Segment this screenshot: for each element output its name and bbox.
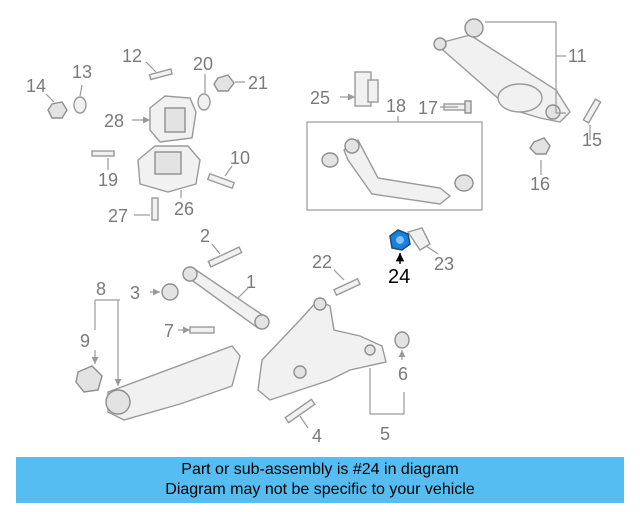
mount-28-part — [149, 95, 197, 143]
bolt-2-part — [207, 246, 243, 268]
washer-13-part — [73, 96, 87, 114]
callout-7: 7 — [164, 321, 174, 341]
callout-11: 11 — [568, 46, 587, 66]
banner-line-1: Part or sub-assembly is #24 in diagram — [181, 461, 459, 478]
bushing-3-part — [161, 283, 179, 301]
callout-14: 14 — [26, 76, 46, 96]
callout-23: 23 — [434, 254, 454, 274]
mount-26-part — [137, 145, 201, 193]
link-1-part — [182, 266, 270, 330]
banner-line-2: Diagram may not be specific to your vehi… — [165, 481, 475, 498]
bolt-22-part — [333, 277, 361, 297]
callout-26: 26 — [174, 199, 194, 219]
nut-14-part — [47, 101, 68, 119]
callout-17: 17 — [418, 98, 438, 118]
bolt-15-part — [582, 98, 602, 124]
knuckle-part — [257, 297, 387, 401]
callout-12: 12 — [122, 46, 142, 66]
callout-4: 4 — [312, 426, 322, 446]
callout-27: 27 — [108, 206, 128, 226]
parts-diagram: 1 2 3 4 5 6 7 8 9 10 11 12 13 14 15 16 1… — [26, 18, 602, 446]
callout-8: 8 — [96, 279, 106, 299]
callout-9: 9 — [80, 331, 90, 351]
callout-21: 21 — [248, 73, 268, 93]
callout-15: 15 — [582, 130, 602, 150]
callout-25: 25 — [310, 88, 330, 108]
callout-22: 22 — [312, 252, 332, 272]
bolt-12-part — [148, 68, 173, 81]
bolt-7-part — [189, 326, 215, 334]
cap-9-part — [75, 365, 103, 393]
callout-20: 20 — [193, 54, 213, 74]
washer-20-part — [197, 93, 211, 111]
bracket-25-part — [354, 71, 379, 107]
callout-16: 16 — [530, 174, 550, 194]
upper-control-arm-part — [433, 18, 571, 123]
info-banner: Part or sub-assembly is #24 in diagram D… — [16, 457, 624, 503]
bolt-27-part — [151, 197, 159, 221]
part-24-highlighted — [389, 229, 411, 251]
callout-5: 5 — [380, 424, 390, 444]
callout-1: 1 — [246, 272, 256, 292]
callout-18: 18 — [386, 96, 406, 116]
callout-24: 24 — [388, 266, 410, 288]
trailing-arm-8-part — [105, 345, 241, 421]
callout-10: 10 — [230, 148, 250, 168]
callout-19: 19 — [98, 170, 118, 190]
callout-3: 3 — [130, 283, 140, 303]
bolt-10-part — [206, 172, 236, 190]
nut-16-part — [529, 137, 551, 155]
nut-21-part — [213, 74, 235, 92]
callout-2: 2 — [200, 226, 210, 246]
bolt-19-part — [91, 150, 115, 157]
bolt-4-part — [284, 398, 316, 424]
callout-6: 6 — [398, 364, 408, 384]
callout-28: 28 — [104, 111, 124, 131]
callout-13: 13 — [72, 62, 92, 82]
bracket-23-part — [406, 227, 431, 251]
bushing-6-part — [394, 331, 410, 349]
lateral-link-18-part — [321, 138, 474, 205]
